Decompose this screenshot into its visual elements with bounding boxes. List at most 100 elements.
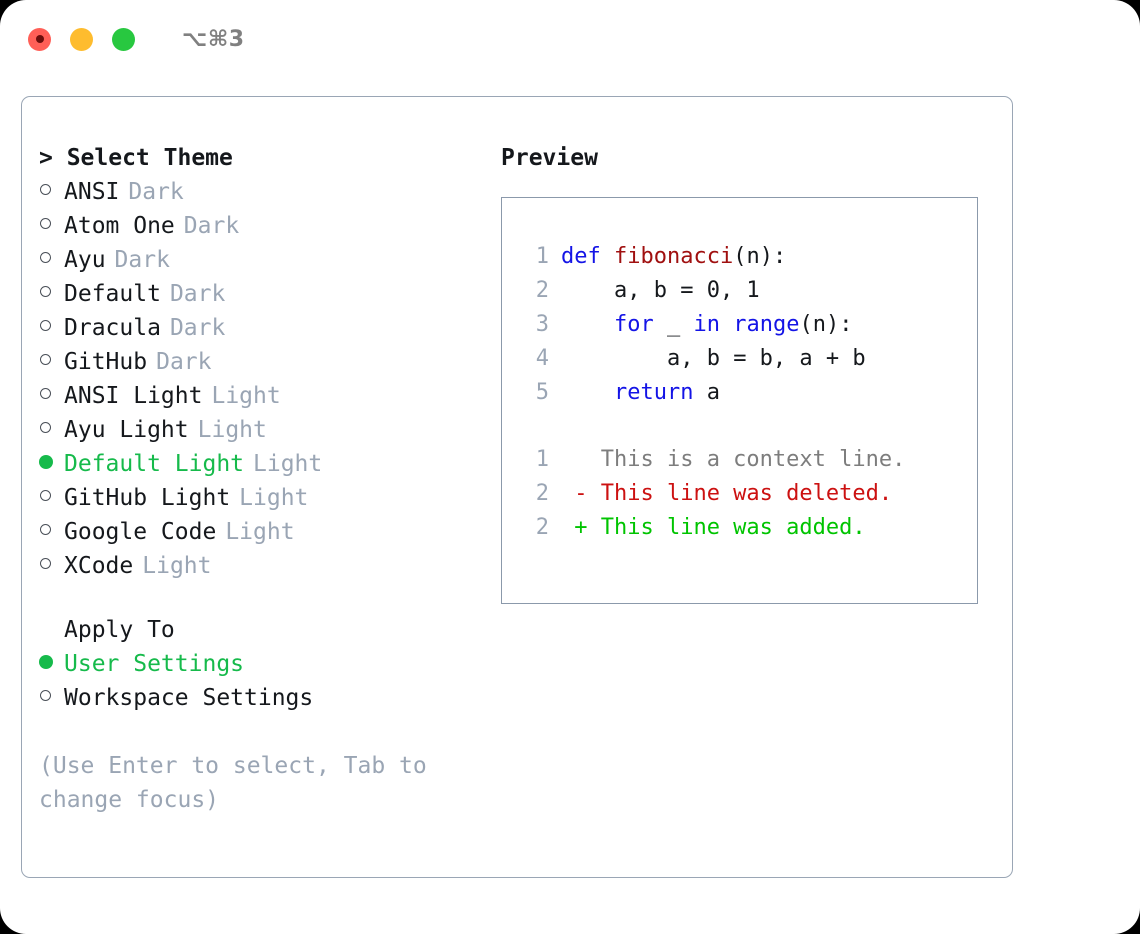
line-number: 5 [535, 380, 549, 405]
code-line: 2 a, b = 0, 1 [502, 274, 977, 308]
code-token [601, 244, 614, 269]
theme-option-kind: Light [239, 485, 309, 511]
code-line: 5 return a [502, 376, 977, 410]
line-number: 2 [535, 481, 549, 506]
code-line-text: for _ in range(n): [561, 308, 852, 342]
apply-to-header: Apply To [64, 617, 175, 643]
radio-ring [40, 490, 51, 501]
radio-ring [40, 218, 51, 229]
theme-option-name: ANSI Light [64, 383, 203, 409]
code-token: def [561, 244, 601, 269]
line-number: 1 [535, 447, 549, 472]
diff-line-text: + This line was added. [561, 515, 866, 540]
theme-option-name: Atom One [64, 213, 175, 239]
radio-ring [40, 524, 51, 535]
theme-option-row[interactable]: Default Light Light [39, 447, 479, 481]
radio-dot [39, 655, 53, 669]
theme-option-name: Default Light [64, 451, 245, 477]
theme-option-row[interactable]: Default Dark [39, 277, 479, 311]
code-token: return [613, 380, 694, 405]
keyboard-shortcut-label: ⌥⌘3 [182, 26, 245, 52]
radio-ring [40, 286, 51, 297]
code-token [720, 312, 733, 337]
line-number: 2 [535, 278, 549, 303]
theme-option-kind: Light [142, 553, 212, 579]
code-token: (n): [733, 244, 787, 269]
select-theme-header: > Select Theme [39, 145, 233, 171]
theme-option-name: GitHub Light [64, 485, 231, 511]
theme-option-kind: Dark [114, 247, 170, 273]
theme-option-name: Ayu [64, 247, 106, 273]
line-number: 4 [535, 346, 549, 371]
theme-option-kind: Dark [156, 349, 212, 375]
theme-option-row[interactable]: Dracula Dark [39, 311, 479, 345]
theme-option-kind: Light [197, 417, 267, 443]
code-token: _ [653, 312, 694, 337]
maximize-button[interactable] [112, 27, 135, 51]
close-button[interactable] [28, 27, 51, 51]
code-line-text: def fibonacci(n): [561, 240, 786, 274]
theme-option-name: GitHub [64, 349, 148, 375]
theme-option-kind: Dark [169, 315, 226, 341]
theme-option-kind: Light [225, 519, 295, 545]
radio-ring [40, 354, 51, 365]
title-bar: ⌥⌘3 [0, 0, 1140, 78]
radio-ring [40, 388, 51, 399]
theme-option-row[interactable]: GitHub Dark [39, 345, 479, 379]
radio-dot [39, 455, 53, 469]
radio-ring [40, 320, 51, 331]
theme-option-kind: Light [211, 383, 281, 409]
apply-to-option-row[interactable]: Workspace Settings [39, 681, 479, 715]
theme-option-name: ANSI [64, 179, 120, 205]
theme-option-name: Default [64, 281, 161, 307]
theme-option-row[interactable]: ANSI Light Light [39, 379, 479, 413]
diff-line-text: - This line was deleted. [561, 481, 893, 506]
theme-option-kind: Dark [169, 281, 226, 307]
code-line-text: a, b = 0, 1 [561, 274, 760, 308]
diff-line: 2 - This line was deleted. [502, 477, 977, 511]
code-token: a [693, 380, 720, 405]
code-token: for [613, 312, 654, 337]
diff-line-text: This is a context line. [561, 447, 906, 472]
radio-ring [40, 422, 51, 433]
code-line-text: a, b = b, a + b [561, 342, 866, 376]
apply-to-option-name: Workspace Settings [64, 685, 314, 711]
radio-ring [40, 252, 51, 263]
radio-ring [40, 558, 51, 569]
minimize-button[interactable] [70, 27, 93, 51]
code-token: in [693, 312, 720, 337]
line-number: 2 [535, 515, 549, 540]
code-token: fibonacci [614, 244, 734, 269]
theme-option-kind: Dark [128, 179, 184, 205]
apply-to-option-name: User Settings [64, 651, 245, 677]
diff-line: 2 + This line was added. [502, 511, 977, 545]
keyboard-hint-text: (Use Enter to select, Tab to change focu… [39, 753, 427, 813]
theme-option-row[interactable]: GitHub Light Light [39, 481, 479, 515]
apply-to-option-row[interactable]: User Settings [39, 647, 479, 681]
code-token: range [733, 312, 800, 337]
theme-option-kind: Light [253, 451, 323, 477]
theme-option-name: Dracula [64, 315, 161, 341]
theme-option-row[interactable]: ANSI Dark [39, 175, 479, 209]
theme-option-row[interactable]: Google Code Light [39, 515, 479, 549]
code-token: a, b = 0, 1 [613, 278, 760, 303]
code-token: a, b = b, a + b [666, 346, 866, 371]
code-line: 1 def fibonacci(n): [502, 240, 977, 274]
theme-option-name: Google Code [64, 519, 217, 545]
window-controls [28, 27, 135, 51]
line-number: 1 [535, 244, 549, 269]
line-number: 3 [535, 312, 549, 337]
radio-ring [40, 690, 51, 701]
diff-line: 1 This is a context line. [502, 443, 977, 477]
theme-option-row[interactable]: Ayu Dark [39, 243, 479, 277]
